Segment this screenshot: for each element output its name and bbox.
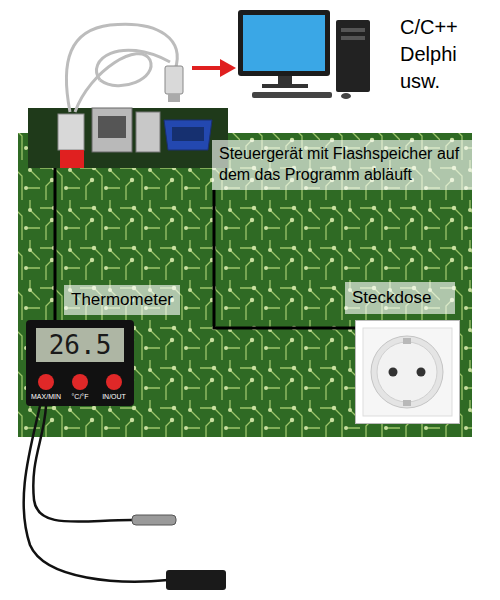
metal-probe — [132, 515, 176, 525]
lcd-reading: 26.5 — [36, 328, 124, 362]
red-arrow — [192, 59, 236, 77]
probe-cables — [24, 406, 168, 582]
button-label: IN/OUT — [96, 392, 132, 401]
usb-plug-tip — [168, 94, 180, 102]
button-label: °C/°F — [62, 392, 98, 401]
board-connectors — [28, 108, 228, 168]
power-socket: Steckdose — [355, 320, 460, 424]
power-wire — [214, 190, 355, 328]
usb-cable — [66, 24, 177, 112]
thermometer-label: Thermometer — [64, 285, 180, 315]
thermometer-wire — [54, 168, 57, 322]
usb-plug — [165, 66, 183, 94]
language-list: C/C++ Delphi usw. — [400, 14, 478, 95]
node-heading: Thermometer — [71, 289, 173, 311]
button-label: MAX/MIN — [28, 392, 64, 401]
computer — [238, 10, 370, 99]
humidity-sensor — [166, 570, 226, 590]
socket-outline — [355, 320, 460, 424]
node-heading: Steckdose — [345, 282, 455, 314]
controller-label: Steuergerät mit Flashspeicher auf dem da… — [212, 140, 484, 190]
thermometer-device — [26, 320, 134, 406]
node-heading: Steuergerät mit Flashspeicher auf dem da… — [219, 144, 477, 186]
